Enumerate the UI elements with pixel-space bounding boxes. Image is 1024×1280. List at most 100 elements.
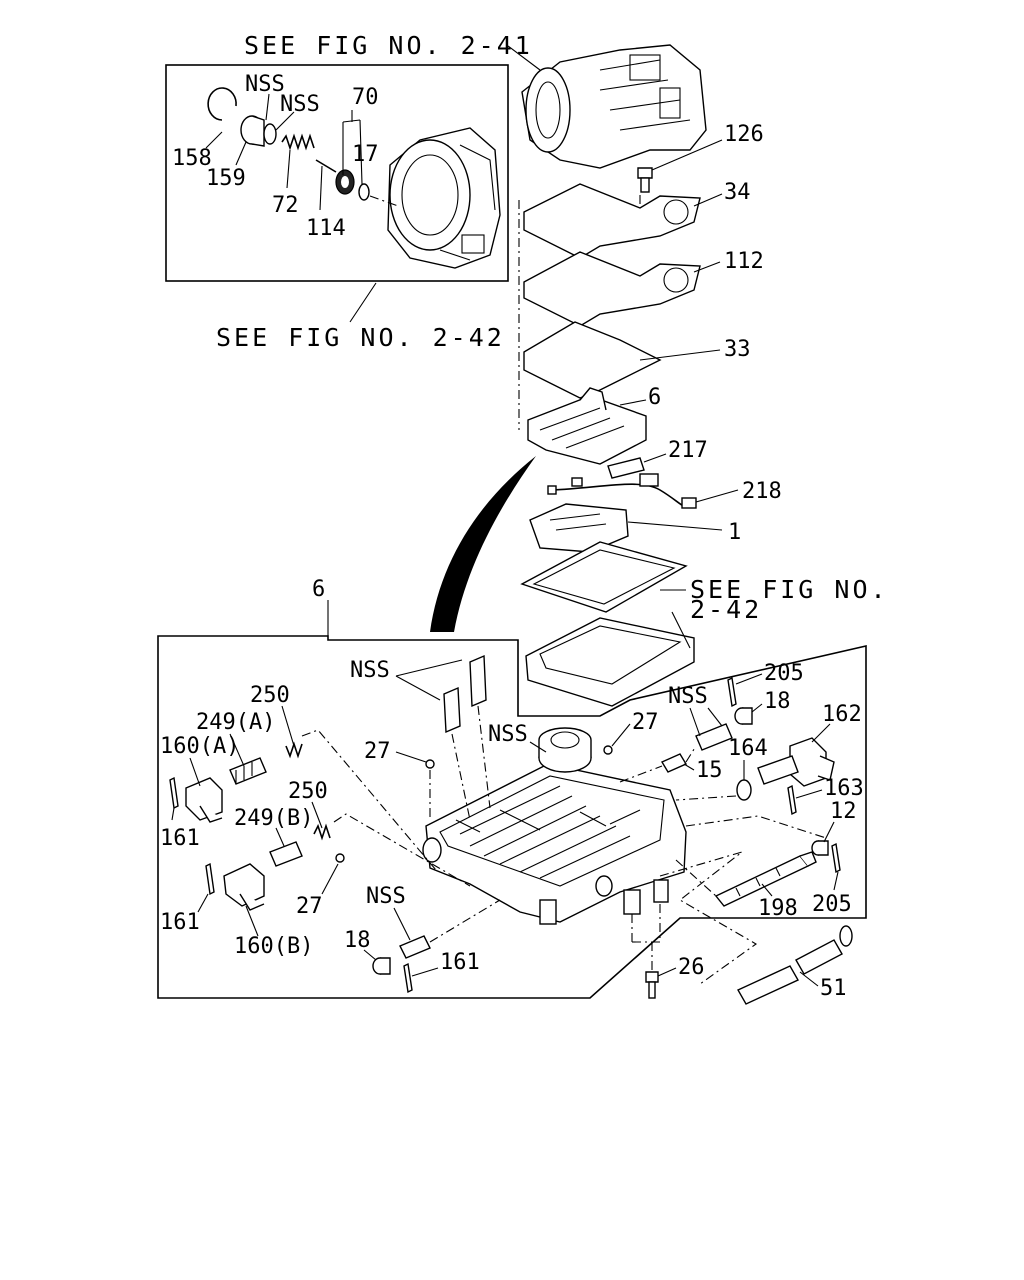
spring-250b [313,823,331,841]
pin-205b [831,842,841,874]
spring-72 [281,133,315,151]
plug-18a [734,707,753,725]
solenoid-160b [223,863,265,911]
label-218: 218 [742,479,782,504]
pan-gasket [520,541,688,613]
bolt-126 [637,167,653,193]
seal-nss [263,123,277,145]
label-nss-2: NSS [280,92,320,117]
snap-ring-158 [207,87,237,121]
pin-161a [169,776,179,810]
label-18b: 18 [344,928,371,953]
label-nss-4: NSS [488,722,528,747]
label-114: 114 [306,216,346,241]
ref-fig-2-42-mid-line2: 2-42 [690,595,762,624]
valve-nss-bottom [399,935,431,959]
label-249a: 249(A) [196,710,275,735]
piston-159 [240,115,265,147]
top-inset-frame [165,64,509,282]
label-112: 112 [724,249,764,274]
filter-1 [529,503,629,553]
clip-nss-b [443,686,461,734]
valve-249a [229,757,267,785]
oring-164 [736,779,752,801]
solenoid-162 [757,737,835,787]
label-nss-1: NSS [245,72,285,97]
ref-fig-2-42-top: SEE FIG NO. 2-42 [216,323,505,352]
label-27a: 27 [364,739,391,764]
label-70: 70 [352,85,379,110]
label-164: 164 [728,736,768,761]
pin-161b [205,862,215,896]
pin-205a [727,676,737,708]
label-161b: 161 [160,910,200,935]
label-nss-6: NSS [668,684,708,709]
plug-12 [811,840,829,856]
label-160b: 160(B) [234,934,313,959]
transmission-case [521,44,707,169]
label-15: 15 [696,758,723,783]
valve-15 [660,753,688,773]
valve-51 [737,925,853,1005]
plate-112 [523,251,701,327]
label-161a: 161 [160,826,200,851]
label-18a: 18 [764,689,791,714]
gasket-34 [523,183,701,259]
label-1: 1 [728,520,741,545]
clip-nss-a [469,654,487,708]
label-27c: 27 [296,894,323,919]
valve-nss-right [695,723,733,751]
ref-fig-2-42-mid-line1: SEE FIG NO. [690,575,889,604]
label-72: 72 [272,193,299,218]
oring-17 [358,183,370,201]
spring-250a [285,741,303,759]
pin-161c [403,962,413,994]
label-34: 34 [724,180,751,205]
label-27b: 27 [632,710,659,735]
label-17: 17 [352,142,379,167]
label-12: 12 [830,799,857,824]
label-26: 26 [678,955,705,980]
gasket-33 [523,321,662,399]
pin-163 [787,784,797,816]
bracket-217 [607,457,645,479]
extension-housing [387,127,501,269]
label-163: 163 [824,776,864,801]
label-205a: 205 [764,661,804,686]
callout-arrow [430,456,536,632]
label-250a: 250 [250,683,290,708]
label-6b: 6 [312,577,325,602]
ball-27a [425,759,435,769]
label-249b: 249(B) [234,806,313,831]
label-33: 33 [724,337,751,362]
label-160a: 160(A) [160,734,239,759]
label-nss-5: NSS [366,884,406,909]
bolt-26 [645,971,659,999]
valve-198 [714,851,817,907]
label-nss-3: NSS [350,658,390,683]
valve-249b [269,841,303,867]
valve-body-large [422,727,687,925]
label-126: 126 [724,122,764,147]
harness-218 [547,473,697,509]
ball-27b [603,745,613,755]
label-51: 51 [820,976,847,1001]
solenoid-160a [185,777,223,823]
label-158: 158 [172,146,212,171]
label-198: 198 [758,896,798,921]
plug-18b [372,957,391,975]
label-250b: 250 [288,779,328,804]
pin-114 [315,159,337,173]
label-162: 162 [822,702,862,727]
oil-pan [525,617,695,707]
valve-body-small [527,387,647,465]
ref-fig-2-41: SEE FIG NO. 2-41 [244,31,533,60]
label-159: 159 [206,166,246,191]
label-217: 217 [668,438,708,463]
bearing-70 [335,169,355,195]
ball-27c [335,853,345,863]
label-6a: 6 [648,385,661,410]
label-161c: 161 [440,950,480,975]
